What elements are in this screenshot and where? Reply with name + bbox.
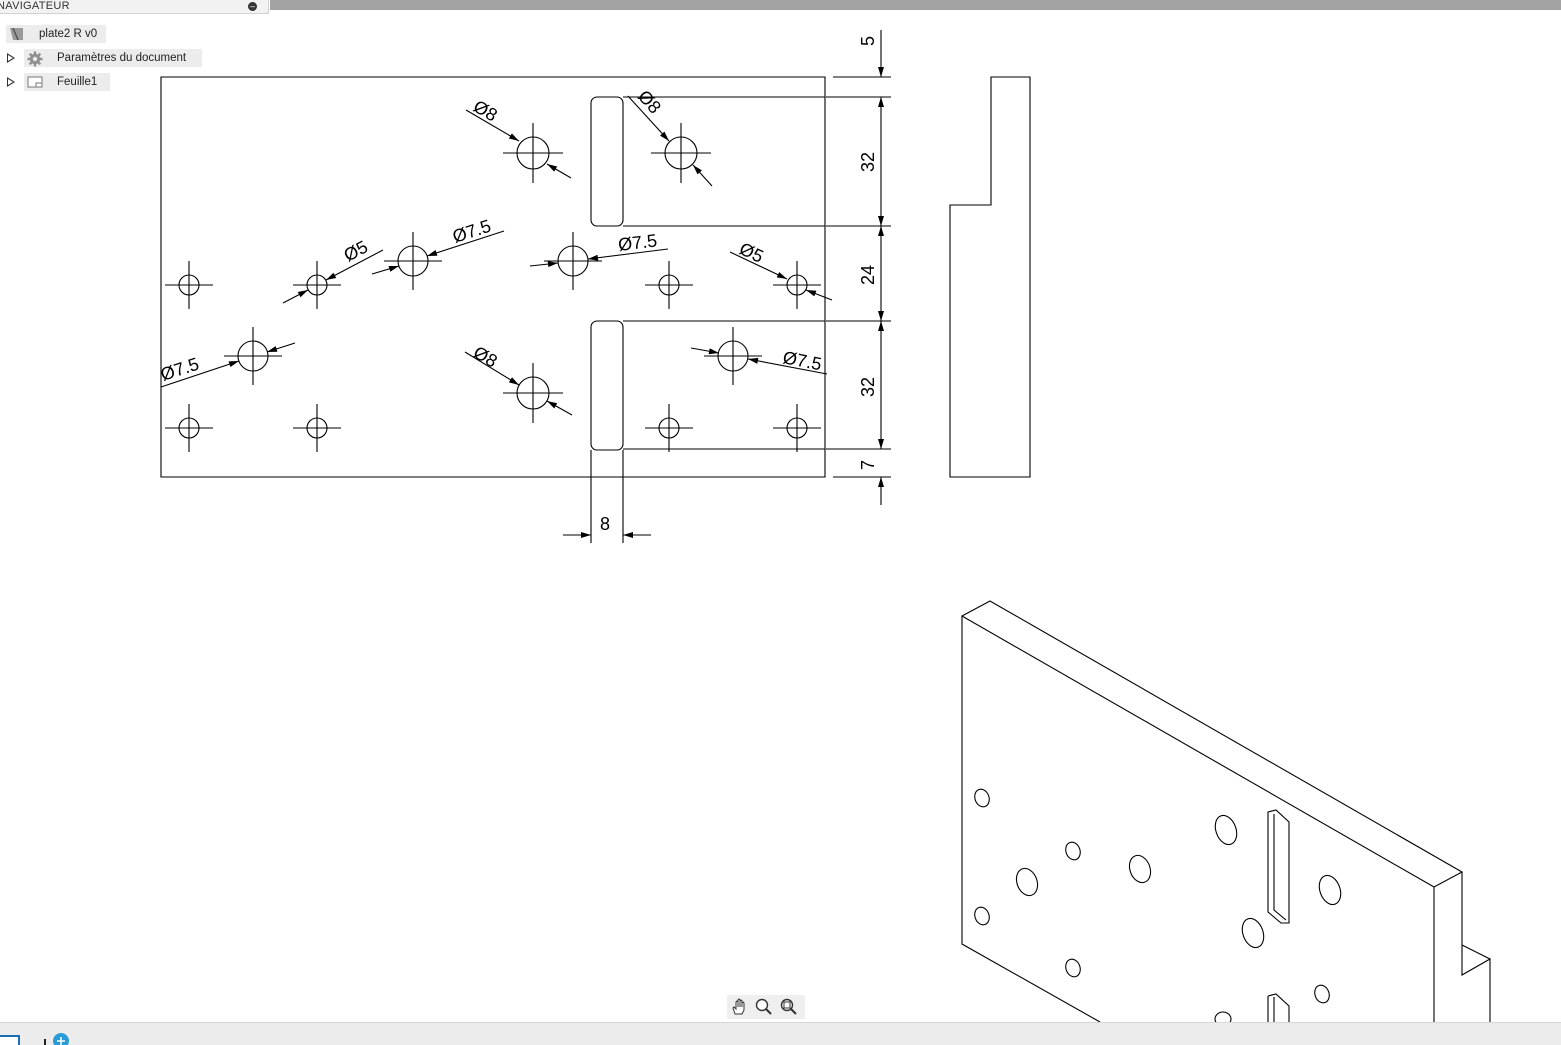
hole-mark [503, 123, 563, 183]
hole-mark [224, 327, 282, 385]
leader [426, 230, 505, 257]
leader [690, 347, 720, 355]
hole-mark [544, 232, 602, 290]
gear-icon [27, 51, 43, 67]
dim-label: Ø7.5 [158, 354, 201, 385]
dim-label: 7 [858, 460, 878, 470]
hole-mark [773, 404, 821, 452]
vertical-dimensions [826, 30, 891, 505]
tree-item-label: Paramètres du document [57, 52, 187, 64]
leader [282, 289, 309, 304]
expand-arrow-icon[interactable] [7, 53, 15, 63]
leader [546, 163, 572, 179]
canvas-top-bar [270, 0, 1561, 10]
hole-mark [384, 232, 442, 290]
drawing-sheet-canvas[interactable]: Ø8 Ø8 Ø5 Ø7.5 Ø7.5 Ø5 Ø7.5 Ø8 Ø7.5 5 32 … [0, 0, 1561, 1022]
pan-hand-icon[interactable] [730, 998, 748, 1016]
hole-mark [293, 404, 341, 452]
dim-label: 5 [858, 36, 878, 46]
dim-label: Ø7.5 [450, 216, 493, 247]
isometric-view [960, 600, 1491, 1022]
tree-item-document-settings[interactable]: Paramètres du document [0, 49, 210, 67]
diameter-leaders [160, 95, 833, 416]
dim-label: 8 [600, 514, 610, 534]
leader [529, 261, 559, 268]
front-view [160, 76, 826, 478]
hole-mark [645, 261, 693, 309]
dim-label: 32 [858, 152, 878, 172]
dim-label: Ø7.5 [617, 230, 658, 255]
slot-width-dimension [563, 450, 651, 543]
zoom-icon[interactable] [755, 998, 773, 1016]
tree-item-label: plate2 R v0 [39, 28, 98, 40]
minus-circle-icon[interactable]: – [248, 1, 257, 11]
dim-label: Ø8 [470, 96, 501, 125]
dim-label: Ø8 [634, 86, 665, 117]
diameter-labels: Ø8 Ø8 Ø5 Ø7.5 Ø7.5 Ø5 Ø7.5 Ø8 Ø7.5 [158, 86, 823, 385]
status-bar [0, 1022, 1561, 1045]
leader [325, 249, 384, 281]
drawing-document-icon [10, 27, 23, 41]
expand-arrow-icon[interactable] [7, 77, 15, 87]
tree-item-sheet[interactable]: Feuille1 [0, 73, 120, 91]
hole-mark [503, 363, 563, 423]
hole-mark [651, 123, 711, 183]
slot-lower [590, 320, 624, 451]
leader [465, 109, 520, 142]
slot-upper [590, 96, 624, 227]
leader [692, 164, 713, 187]
plate-outline [160, 76, 826, 478]
leader [747, 357, 828, 375]
view-tools-bar [727, 995, 805, 1019]
network-icon[interactable] [44, 1033, 70, 1045]
hole-mark [704, 327, 762, 385]
vertical-dim-labels: 5 32 24 32 7 [858, 36, 878, 470]
leader [266, 342, 296, 353]
leader [627, 95, 670, 142]
hole-marks [165, 123, 821, 452]
dim-label: 24 [858, 265, 878, 285]
leader [805, 289, 833, 301]
side-view [949, 76, 1031, 478]
hole-mark [773, 261, 821, 309]
navigator-header: NAVIGATEUR – [0, 0, 269, 14]
display-mode-icon[interactable] [0, 1035, 22, 1045]
leader [587, 248, 669, 261]
leader [371, 265, 400, 275]
leader [546, 400, 573, 416]
zoom-window-icon[interactable] [780, 998, 798, 1016]
dim-label: 32 [858, 377, 878, 397]
dim-label: Ø5 [736, 238, 766, 266]
tree-item-label: Feuille1 [57, 76, 98, 88]
sheet-icon [27, 76, 43, 88]
hole-mark [165, 404, 213, 452]
navigator-title: NAVIGATEUR [0, 0, 70, 12]
hole-mark [165, 261, 213, 309]
leader [464, 351, 520, 386]
leader [160, 360, 240, 388]
dim-label: Ø5 [340, 237, 371, 266]
hole-mark [293, 261, 341, 309]
hole-mark [645, 404, 693, 452]
leader [729, 251, 788, 280]
dim-label: Ø8 [470, 342, 501, 371]
tree-item-document[interactable]: plate2 R v0 [0, 25, 200, 43]
dim-label: Ø7.5 [781, 347, 823, 374]
